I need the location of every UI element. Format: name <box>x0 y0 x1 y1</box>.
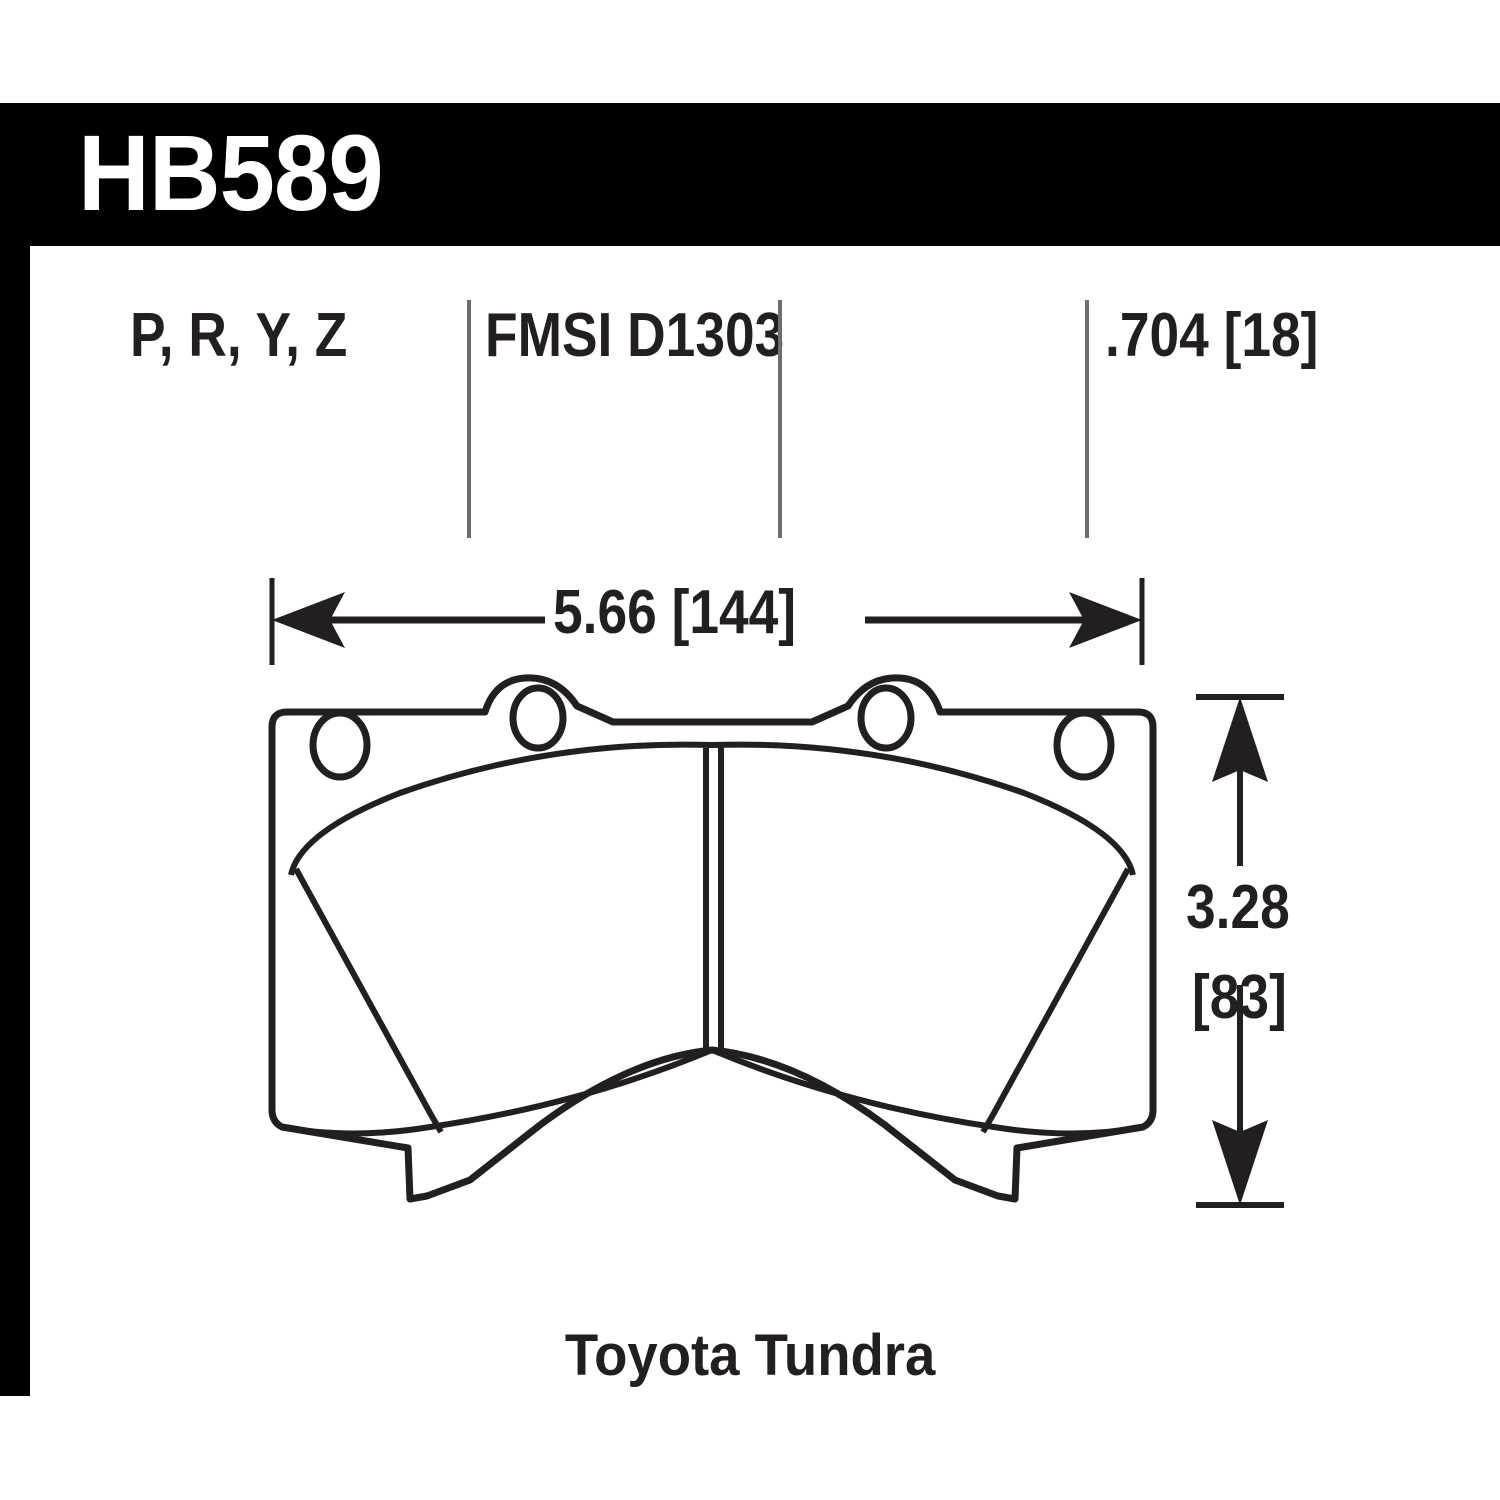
height-arrow-down <box>1212 1120 1268 1205</box>
height-dimension-label-mm: [83] <box>1192 963 1287 1032</box>
friction-lower-arc <box>281 1046 1144 1137</box>
spec-divider-3 <box>1085 300 1089 538</box>
left-border-rail <box>0 103 30 1396</box>
compound-codes: P, R, Y, Z <box>130 300 348 370</box>
spec-divider-2 <box>778 300 782 538</box>
mounting-hole-inner-right <box>857 684 915 752</box>
fmsi-number: FMSI D1303 <box>485 300 785 370</box>
chamfer-line-right <box>980 867 1131 1134</box>
spec-row: P, R, Y, Z FMSI D1303 .704 [18] <box>30 290 1500 540</box>
width-arrow-right <box>1069 592 1142 648</box>
vehicle-application-label: Toyota Tundra <box>0 1322 1500 1389</box>
width-arrow-left <box>272 592 345 648</box>
pad-backing-plate-outline <box>268 674 1157 1203</box>
height-arrow-up <box>1212 697 1268 782</box>
width-dimension-label: 5.66 [144] <box>553 578 797 647</box>
height-dimension-label-inches: 3.28 <box>1186 873 1290 942</box>
vehicle-application-text: Toyota Tundra <box>564 1323 936 1388</box>
mounting-hole-outer-left <box>309 709 371 781</box>
spec-divider-1 <box>467 300 471 538</box>
mounting-hole-inner-left <box>509 684 567 752</box>
thickness-value: .704 [18] <box>1105 300 1319 370</box>
friction-material-arc <box>288 741 1136 876</box>
page-title: HB589 <box>78 112 384 233</box>
mounting-hole-outer-right <box>1053 709 1115 781</box>
header-bar <box>0 103 1500 246</box>
chamfer-line-left <box>293 867 444 1134</box>
height-dimension <box>1196 694 1284 1208</box>
center-slot <box>703 746 724 1052</box>
